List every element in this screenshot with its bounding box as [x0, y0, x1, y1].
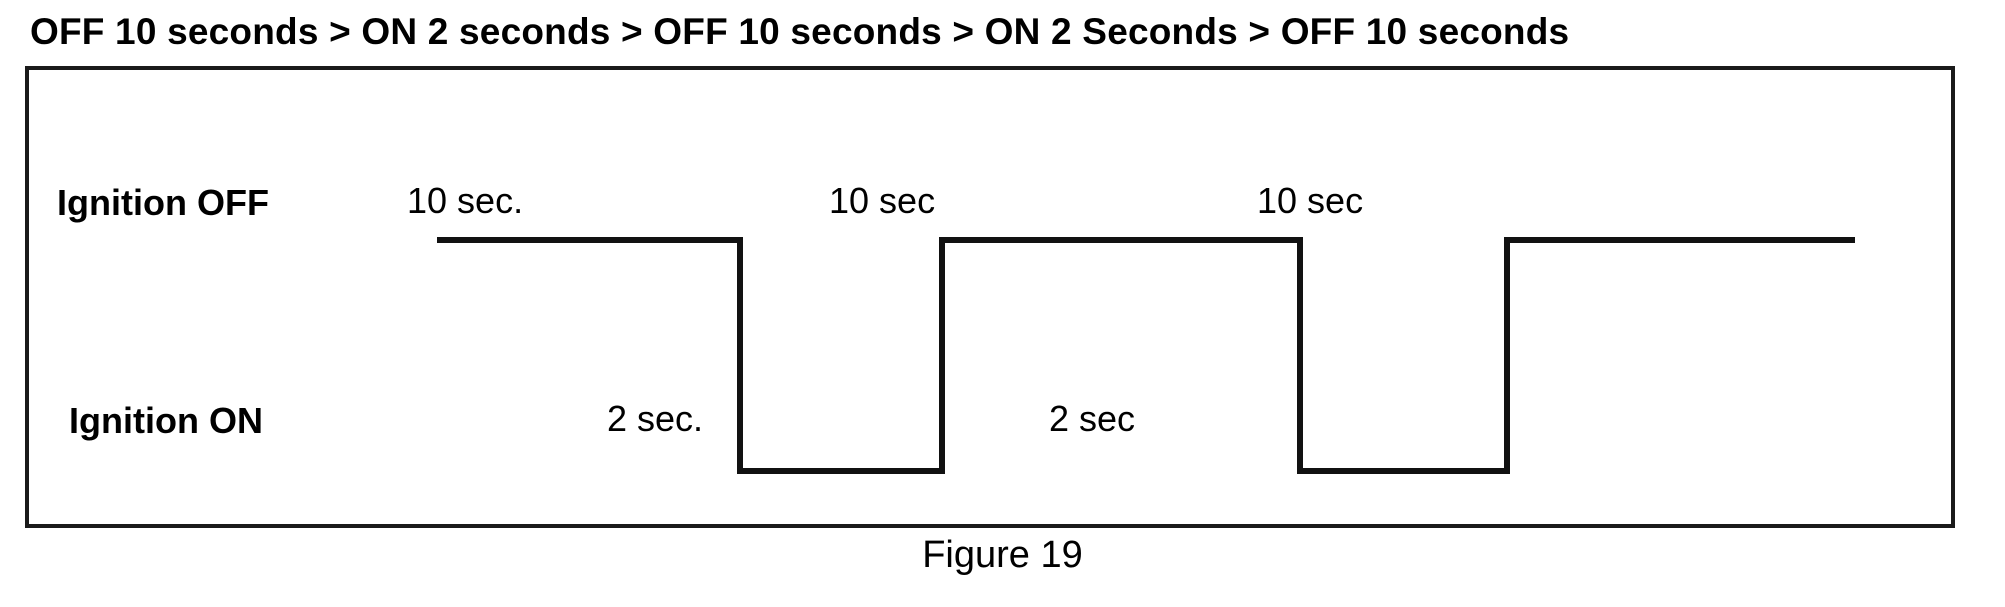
duration-off-3: 10 sec [1257, 180, 1364, 221]
duration-on-1: 2 sec. [607, 398, 704, 439]
duration-on-2: 2 sec [1049, 398, 1136, 439]
diagram-frame: Ignition OFF Ignition ON 10 sec. 10 sec … [25, 66, 1955, 528]
ignition-timing-waveform [437, 237, 1855, 474]
duration-off-1: 10 sec. [407, 180, 524, 221]
figure-caption: Figure 19 [922, 534, 1083, 576]
waveform-trace [437, 237, 1855, 474]
ignition-on-row-label: Ignition ON [69, 400, 263, 441]
sequence-title: OFF 10 seconds > ON 2 seconds > OFF 10 s… [30, 11, 1570, 52]
duration-off-2: 10 sec [829, 180, 936, 221]
ignition-off-row-label: Ignition OFF [57, 182, 269, 223]
